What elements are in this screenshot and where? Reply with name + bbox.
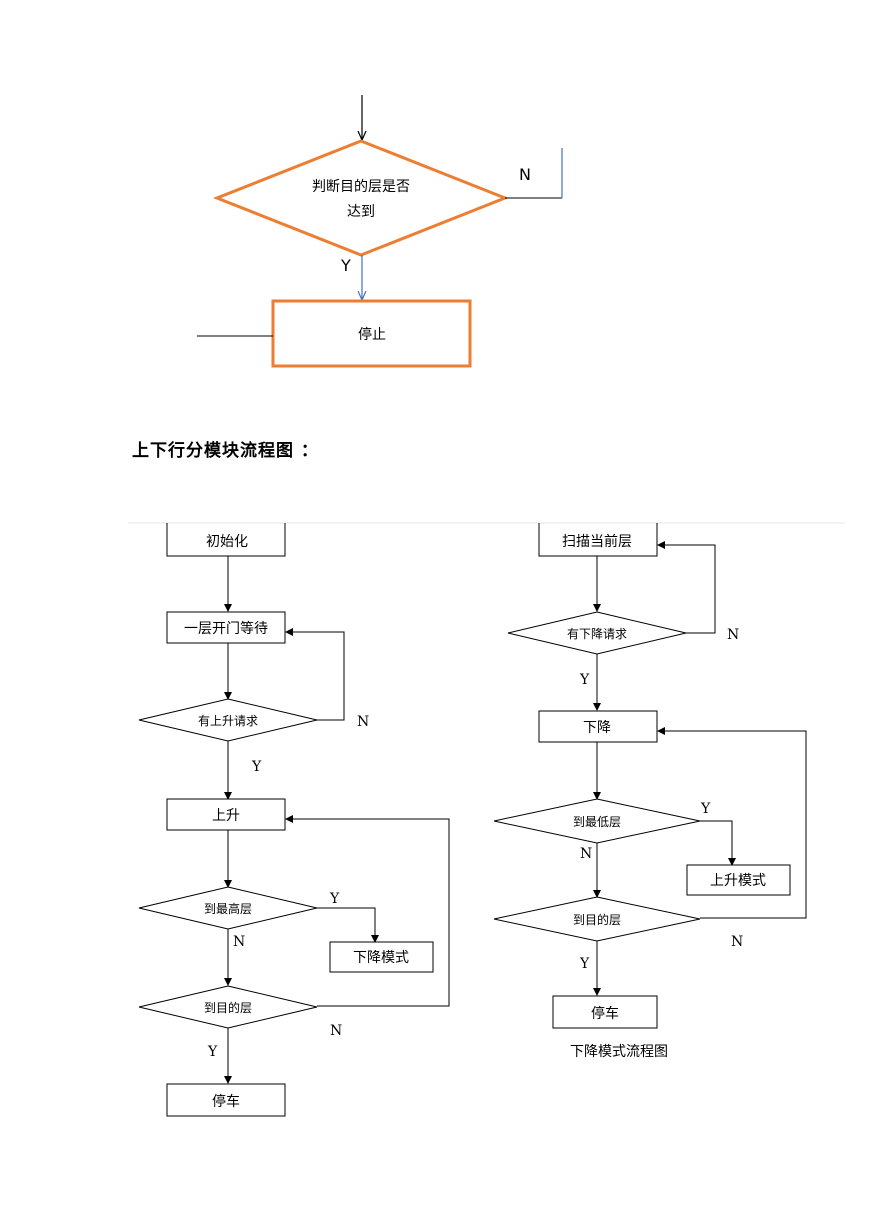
- descend-text: 下降: [583, 720, 611, 736]
- stop-box: [271, 299, 472, 368]
- down-request-no-loop: [657, 541, 716, 634]
- down-n3-label: N: [731, 934, 743, 950]
- wait-box: [166, 611, 286, 644]
- up-dest-no-loop: [285, 815, 450, 1007]
- up-stop-text: 停车: [212, 1093, 240, 1110]
- rise-box: [166, 798, 286, 831]
- scan-box: [538, 523, 658, 557]
- up-n2-label: N: [233, 934, 245, 950]
- descend-box: [538, 710, 658, 743]
- wait-text: 一层开门等待: [184, 620, 268, 637]
- up-request-no-loop: [285, 628, 345, 721]
- section-title: 上下行分模块流程图 ：: [132, 441, 319, 461]
- bottom-floor-text: 到最低层: [573, 815, 621, 829]
- up-mode-text: 上升模式: [710, 873, 766, 889]
- up-y3-label: Y: [207, 1044, 218, 1060]
- up-dest-text: 到目的层: [204, 1000, 252, 1015]
- init-box: [166, 523, 286, 557]
- bottom-floor-yes-arrow: [700, 820, 736, 866]
- down-n1-label: N: [727, 627, 739, 643]
- up-stop-box: [166, 1083, 286, 1117]
- down-mode-text: 下降模式: [353, 950, 409, 966]
- init-text: 初始化: [206, 533, 248, 550]
- decision-text-line2: 达到: [347, 204, 375, 220]
- down-n2-label: N: [580, 846, 592, 862]
- up-request-text: 有上升请求: [198, 714, 258, 728]
- down-dest-text: 到目的层: [573, 912, 621, 927]
- scan-text: 扫描当前层: [562, 533, 632, 550]
- down-dest-no-loop: [657, 727, 807, 919]
- no-label: N: [519, 165, 531, 184]
- stop-box-text: 停止: [358, 326, 386, 343]
- top-flow: 判断目的层是否 达到 N Y 停止: [197, 95, 563, 368]
- down-y1-label: Y: [579, 672, 590, 688]
- up-n3-label: N: [330, 1023, 342, 1039]
- yes-label: Y: [340, 256, 351, 275]
- down-request-text: 有下降请求: [567, 627, 627, 641]
- up-y1-label: Y: [251, 759, 262, 775]
- down-flow: 扫描当前层 有下降请求 N Y 下降 到最低层 Y 上升模式 N 到目的层 N …: [493, 523, 807, 1060]
- up-y2-label: Y: [329, 891, 340, 907]
- rise-text: 上升: [212, 808, 240, 824]
- down-flow-caption: 下降模式流程图: [570, 1044, 668, 1060]
- up-flow: 初始化 一层开门等待 有上升请求 N Y 上升 到最高层 Y 下降模式 N 到目…: [138, 523, 450, 1117]
- down-mode-box: [329, 941, 434, 973]
- top-floor-yes-arrow: [317, 907, 379, 943]
- down-stop-box: [552, 995, 658, 1029]
- down-y2-label: Y: [700, 801, 711, 817]
- up-n1-label: N: [357, 714, 369, 730]
- top-floor-text: 到最高层: [204, 901, 252, 916]
- down-stop-text: 停车: [591, 1005, 619, 1022]
- up-mode-box: [686, 864, 791, 896]
- decision-text-line1: 判断目的层是否: [312, 179, 410, 195]
- destination-decision-diamond: [212, 139, 510, 257]
- down-y3-label: Y: [579, 956, 590, 972]
